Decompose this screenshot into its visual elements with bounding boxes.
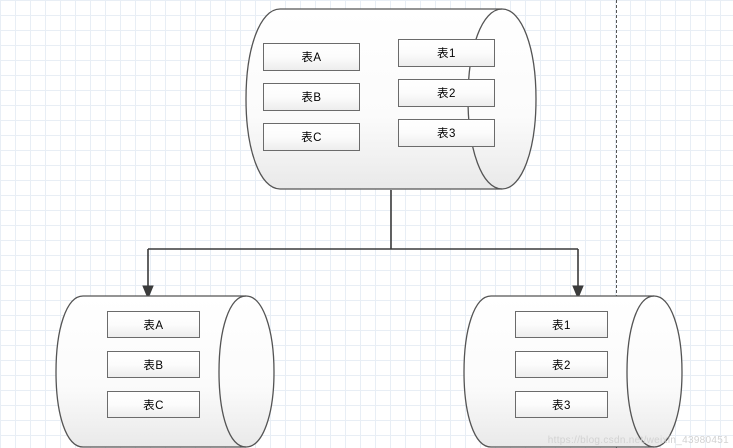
replica-right-database-cylinder[interactable]: 表1 表2 表3 (458, 295, 688, 448)
replica-left-database-cylinder[interactable]: 表A 表B 表C (50, 295, 280, 448)
page-break-line (616, 0, 617, 448)
master-table-left-2[interactable]: 表B (263, 83, 360, 111)
replica-left-table-2[interactable]: 表B (107, 351, 200, 378)
master-table-right-3[interactable]: 表3 (398, 119, 495, 147)
replica-right-table-3[interactable]: 表3 (515, 391, 608, 418)
replica-right-table-1[interactable]: 表1 (515, 311, 608, 338)
master-table-left-3[interactable]: 表C (263, 123, 360, 151)
replica-right-table-2[interactable]: 表2 (515, 351, 608, 378)
watermark-text: https://blog.csdn.net/weixin_43980451 (547, 435, 729, 446)
master-database-cylinder[interactable]: 表A 表B 表C 表1 表2 表3 (236, 8, 546, 190)
master-table-right-1[interactable]: 表1 (398, 39, 495, 67)
replica-left-table-1[interactable]: 表A (107, 311, 200, 338)
master-table-left-1[interactable]: 表A (263, 43, 360, 71)
replica-left-table-3[interactable]: 表C (107, 391, 200, 418)
master-table-right-2[interactable]: 表2 (398, 79, 495, 107)
